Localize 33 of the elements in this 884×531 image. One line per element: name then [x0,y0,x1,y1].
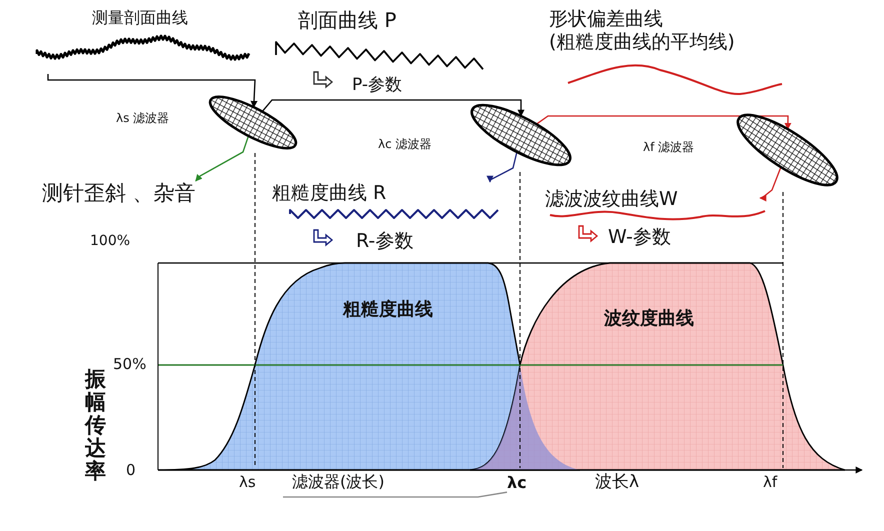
arrow [536,115,792,130]
axis-tick-label: 100% [90,233,130,250]
noise-label: 测针歪斜 、杂音 [42,181,196,206]
area-label: 波纹度曲线 [604,309,694,330]
axis-mark-label: λf [763,474,778,492]
curve-title: 形状偏差曲线 (粗糙度曲线的平均线) [549,8,736,54]
area-label: 粗糙度曲线 [343,300,433,321]
filter-label: λc 滤波器 [378,138,432,152]
filter-label: λf 滤波器 [643,141,694,155]
axis-title: 波长λ [595,473,640,493]
arrow [262,99,524,117]
axis-title: 振幅传达率 [85,368,106,484]
curve-title: 测量剖面曲线 [92,8,188,28]
filter-ellipse [738,115,837,185]
arrow [486,152,518,183]
filter-ellipse [210,97,296,148]
filter-ellipse [472,105,570,165]
leader-line [282,492,508,498]
axis-annotation: 滤波器(波长) [292,472,384,492]
parameter-label: R-参数 [356,231,414,253]
curve-title: 滤波波纹曲线W [545,188,678,211]
filter-label: λs 滤波器 [116,112,170,126]
parameter-label: P-参数 [352,76,402,96]
arrow [195,136,250,182]
axis-mark-label: λs [239,474,256,492]
axis-tick-label: 50% [113,356,146,374]
axis-mark-label: λc [507,473,527,492]
parameter-label: W-参数 [608,227,671,249]
arrow [759,166,782,202]
curve-title: 剖面曲线 P [298,8,396,32]
axis-tick-label: 0 [126,462,136,480]
arrow [47,74,258,108]
curve-title: 粗糙度曲线 R [272,182,386,205]
